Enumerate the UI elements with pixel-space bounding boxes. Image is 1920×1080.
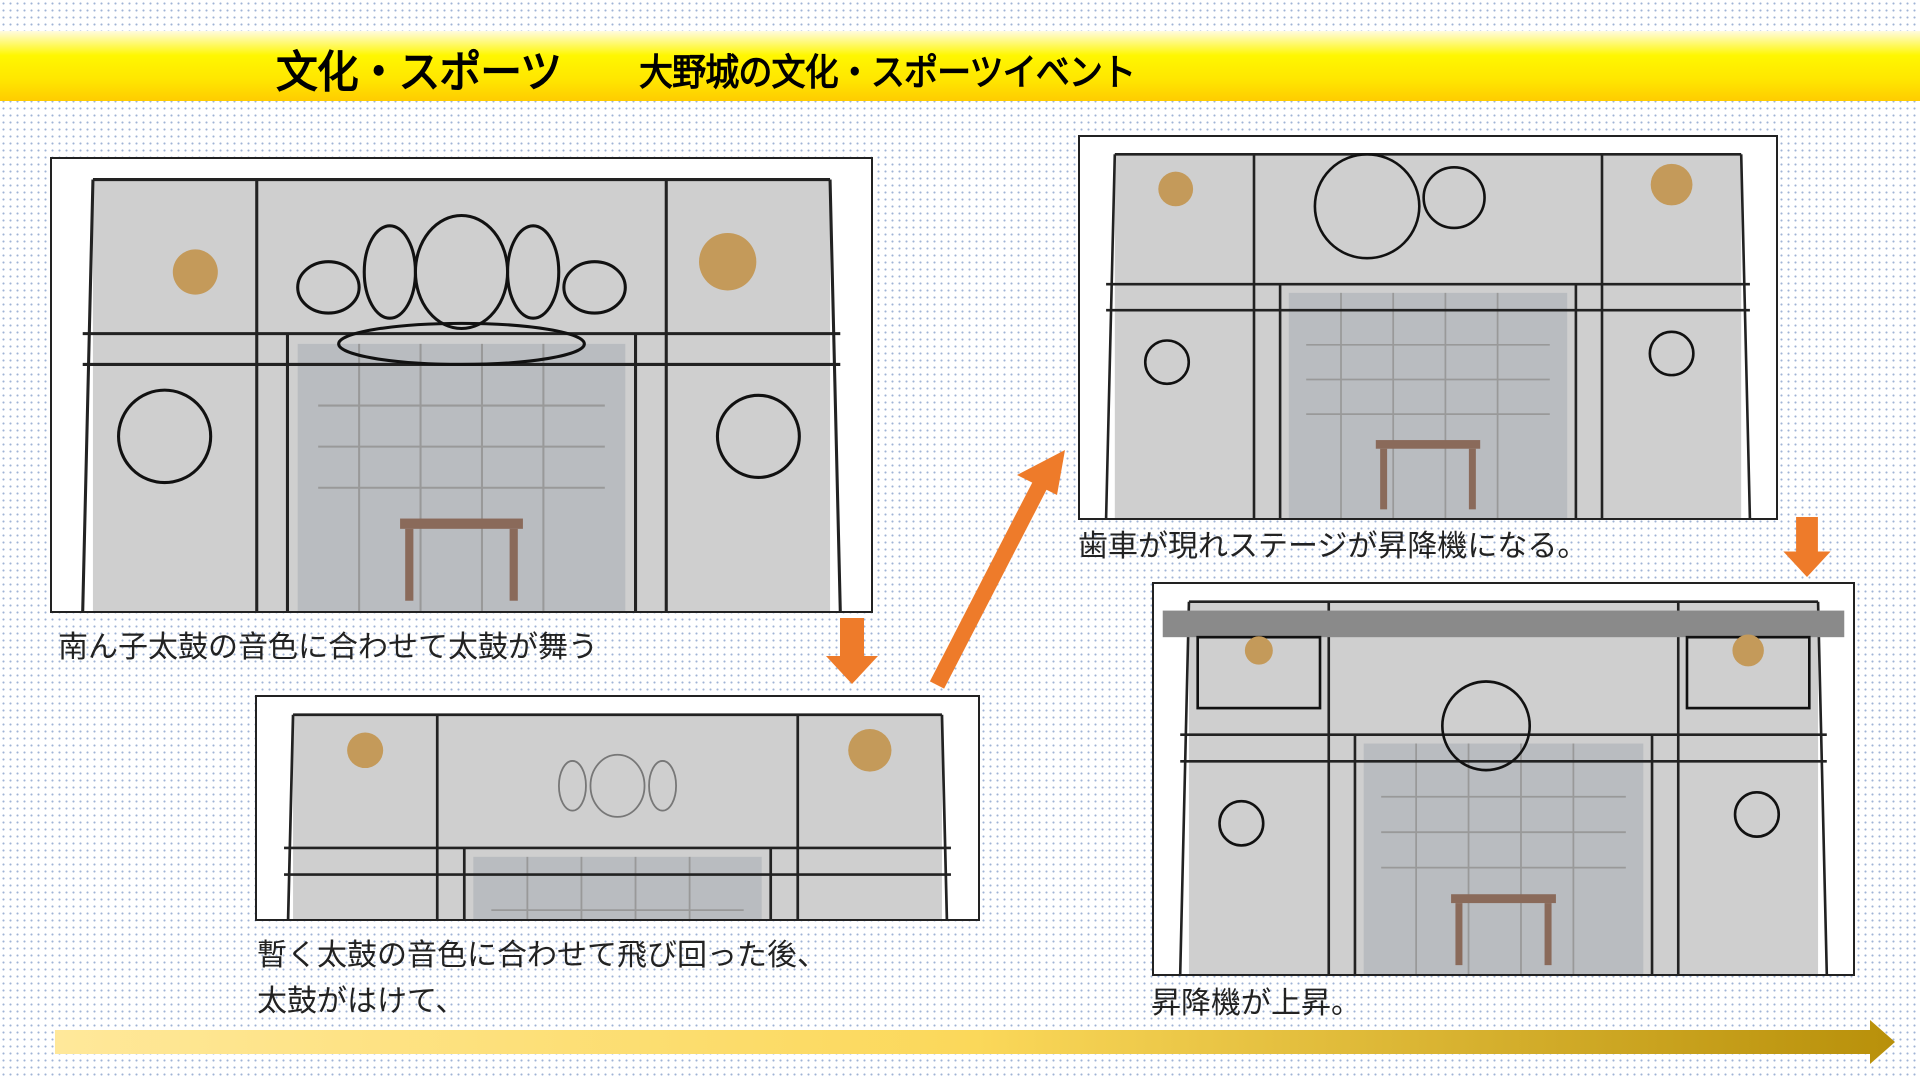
caption-panel-4: 昇降機が上昇。 xyxy=(1151,986,1361,1021)
caption-panel-2-line2: 太鼓がはけて、 xyxy=(257,984,466,1019)
storyboard-panel-1 xyxy=(50,157,873,613)
timeline-arrow xyxy=(55,1020,1895,1064)
page-subtitle: 大野城の文化・スポーツイベント xyxy=(639,51,1136,94)
diagonal-arrow-icon xyxy=(929,450,1065,689)
caption-panel-1: 南ん子太鼓の音色に合わせて太鼓が舞う xyxy=(58,630,598,665)
caption-panel-3: 歯車が現れステージが昇降機になる。 xyxy=(1078,529,1588,564)
header-band xyxy=(0,31,1920,101)
down-arrow-icon xyxy=(826,618,878,684)
storyboard-panel-2 xyxy=(255,695,980,921)
storyboard-panel-3 xyxy=(1078,135,1778,520)
page-title: 文化・スポーツ xyxy=(276,47,562,98)
down-arrow-icon xyxy=(1783,517,1831,577)
storyboard-panel-4 xyxy=(1152,582,1855,976)
caption-panel-2-line1: 暫く太鼓の音色に合わせて飛び回った後、 xyxy=(257,938,827,973)
